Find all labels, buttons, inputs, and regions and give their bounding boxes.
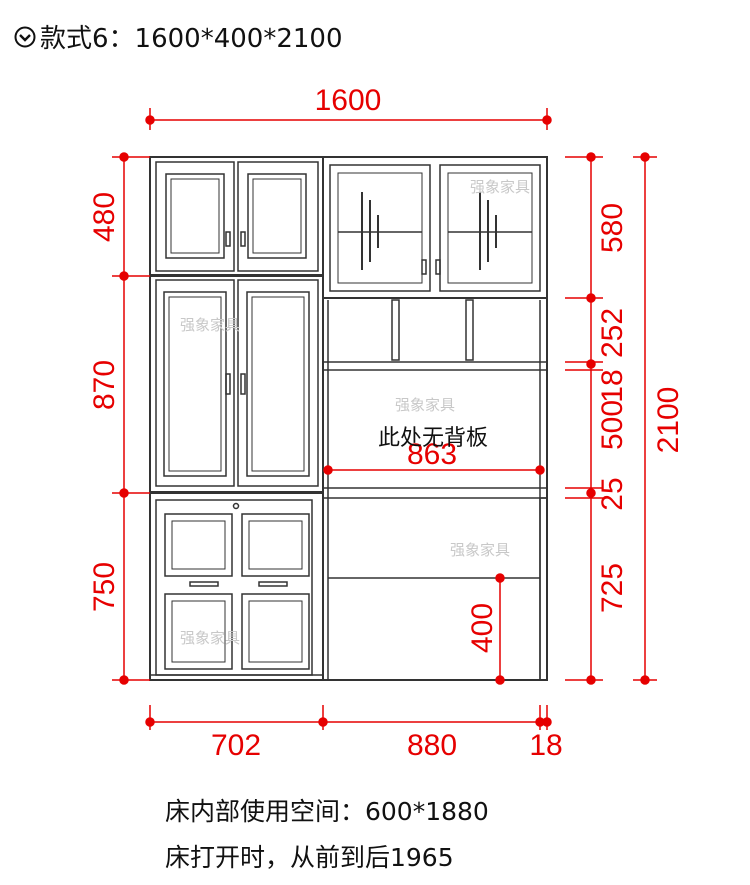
dim-left-middle: 870 xyxy=(88,360,121,410)
door-handles xyxy=(189,192,497,587)
dim-right-top: 580 xyxy=(596,203,629,253)
dim-right-shelf: 252 xyxy=(596,308,629,358)
dim-right-middle: 500 xyxy=(596,400,629,450)
dim-bottom-left: 702 xyxy=(211,729,261,762)
dim-left-lower: 750 xyxy=(88,562,121,612)
cabinet-drawing xyxy=(149,156,548,681)
dim-right-gap: 18 xyxy=(596,369,629,402)
dim-leg-height: 400 xyxy=(466,603,499,653)
no-back-panel-label: 此处无背板 xyxy=(378,426,488,451)
dim-left-upper: 480 xyxy=(88,192,121,242)
dim-bottom-middle: 880 xyxy=(407,729,457,762)
dim-total-height: 2100 xyxy=(652,387,685,454)
dim-desk-top: 25 xyxy=(596,477,629,510)
bed-inner-space-note: 床内部使用空间：600*1880 xyxy=(165,797,489,826)
watermark: 强象家具 xyxy=(450,541,510,559)
dim-total-width: 1600 xyxy=(315,84,382,117)
dim-desk-inner-width: 863 xyxy=(407,438,457,471)
watermark: 强象家具 xyxy=(180,316,240,334)
bed-open-depth-note: 床打开时，从前到后1965 xyxy=(165,843,454,872)
dim-bottom-right: 18 xyxy=(529,729,562,762)
watermark: 强象家具 xyxy=(470,178,530,196)
circle-chevron-down-icon xyxy=(14,26,36,47)
dim-desk-height: 725 xyxy=(596,563,629,613)
watermark: 强象家具 xyxy=(180,629,240,647)
dimension-lines xyxy=(112,108,657,730)
watermark: 强象家具 xyxy=(395,396,455,414)
title-text: 款式6：1600*400*2100 xyxy=(40,24,343,54)
diagram-title: 款式6：1600*400*2100 xyxy=(14,18,343,55)
